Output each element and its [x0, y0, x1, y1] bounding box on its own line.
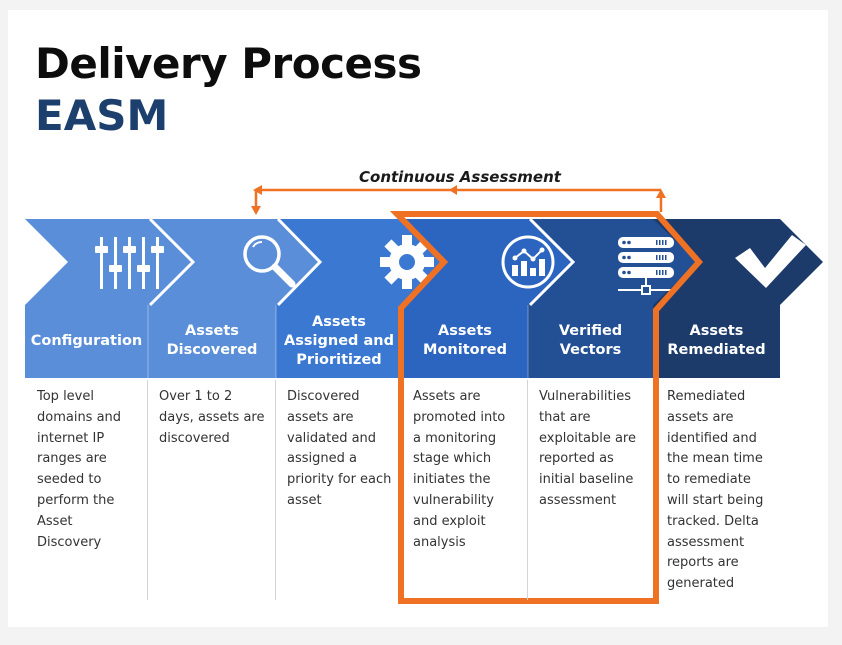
checkmark-icon — [735, 235, 806, 288]
slide-subtitle: EASM — [35, 91, 169, 140]
stage-label-verified-vectors: Verified Vectors — [558, 323, 623, 358]
gear-icon — [380, 235, 434, 289]
stage-label-assets-assigned: Assets Assigned and Prioritized — [284, 313, 394, 368]
stage-description-verified-vectors: Vulnerabilities that are exploitable are… — [539, 389, 636, 508]
stage-shape-configuration — [25, 219, 193, 378]
stage-description-assets-assigned: Discovered assets are validated and assi… — [287, 389, 392, 508]
continuous-assessment-label: Continuous Assessment — [359, 168, 561, 186]
continuous-assessment-loop — [251, 185, 666, 215]
magnifier-icon — [243, 235, 296, 288]
chevron-separators — [148, 217, 576, 307]
column-divider — [275, 380, 276, 600]
column-divider — [527, 380, 528, 600]
stage-label-configuration: Configuration — [30, 332, 143, 349]
analytics-chart-icon — [501, 235, 555, 289]
column-divider — [147, 380, 148, 600]
column-separators — [147, 305, 529, 378]
stage-label-assets-discovered: Assets Discovered — [166, 323, 258, 358]
stage-label-assets-remediated: Assets Remediated — [667, 323, 766, 358]
stage-description-assets-remediated: Remediated assets are identified and the… — [667, 389, 764, 592]
stage-description-assets-monitored: Assets are promoted into a monitoring st… — [413, 389, 506, 550]
slide-title: Delivery Process — [35, 39, 422, 88]
stage-label-assets-monitored: Assets Monitored — [423, 323, 507, 358]
stage-description-assets-discovered: Over 1 to 2 days, assets are discovered — [159, 389, 265, 446]
sliders-icon — [95, 237, 164, 289]
stage-description-configuration: Top level domains and internet IP ranges… — [37, 389, 122, 550]
server-stack-icon — [618, 237, 674, 295]
highlight-frame — [389, 211, 704, 604]
